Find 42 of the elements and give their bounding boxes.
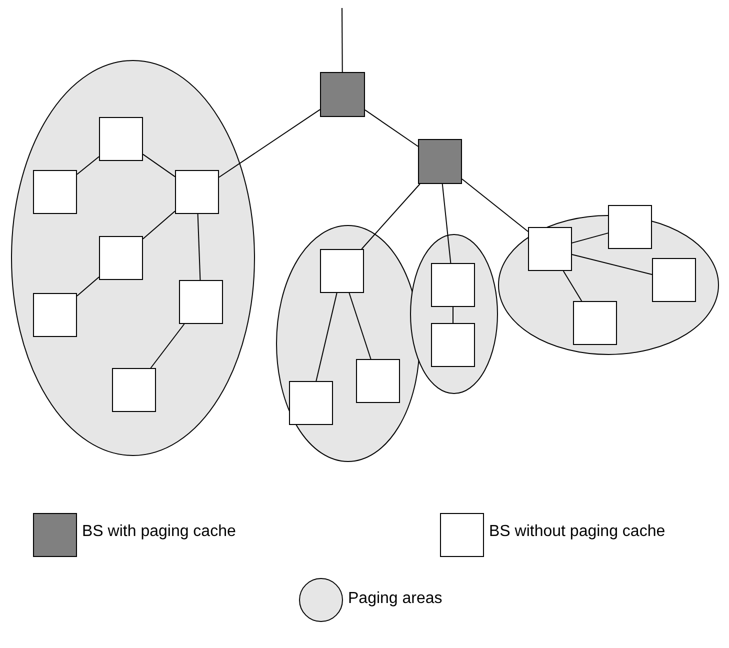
cache-station-box bbox=[320, 72, 365, 117]
station-box bbox=[179, 280, 223, 324]
paging-area-ellipse bbox=[11, 60, 255, 456]
cache-station-box bbox=[418, 139, 462, 184]
station-box bbox=[573, 301, 617, 345]
station-box bbox=[112, 368, 156, 412]
station-box bbox=[99, 236, 143, 280]
connector-line bbox=[572, 232, 608, 244]
station-box bbox=[528, 227, 572, 271]
station-box bbox=[33, 170, 77, 214]
station-box bbox=[608, 205, 652, 249]
connector-line bbox=[316, 292, 338, 382]
station-box bbox=[33, 293, 77, 337]
station-box bbox=[431, 263, 475, 307]
connector-line bbox=[442, 184, 452, 264]
connector-line bbox=[150, 324, 185, 368]
connector-line bbox=[142, 154, 176, 178]
connector-line bbox=[452, 306, 454, 324]
connector-line bbox=[142, 210, 176, 240]
connector-line bbox=[462, 178, 528, 232]
legend-text: Paging areas bbox=[348, 590, 442, 608]
station-box bbox=[289, 381, 333, 425]
connector-line bbox=[76, 156, 100, 175]
connector-line bbox=[348, 292, 372, 360]
station-box bbox=[99, 117, 143, 161]
connector-line bbox=[572, 254, 652, 275]
station-box bbox=[320, 249, 364, 293]
legend-text: BS with paging cache bbox=[82, 523, 236, 541]
station-box bbox=[175, 170, 219, 214]
connector-line bbox=[76, 276, 100, 296]
station-box bbox=[356, 359, 400, 403]
legend-text: BS without paging cache bbox=[489, 523, 666, 541]
connector-line bbox=[562, 270, 582, 302]
connector-line bbox=[342, 8, 343, 72]
station-box bbox=[652, 258, 696, 302]
station-box bbox=[431, 323, 475, 367]
connector-line bbox=[218, 109, 320, 178]
paging-area-ellipse bbox=[276, 225, 420, 462]
paging-area-ellipse bbox=[410, 234, 498, 394]
connector-line bbox=[197, 214, 201, 280]
connector-line bbox=[361, 184, 420, 250]
connector-line bbox=[364, 109, 418, 147]
